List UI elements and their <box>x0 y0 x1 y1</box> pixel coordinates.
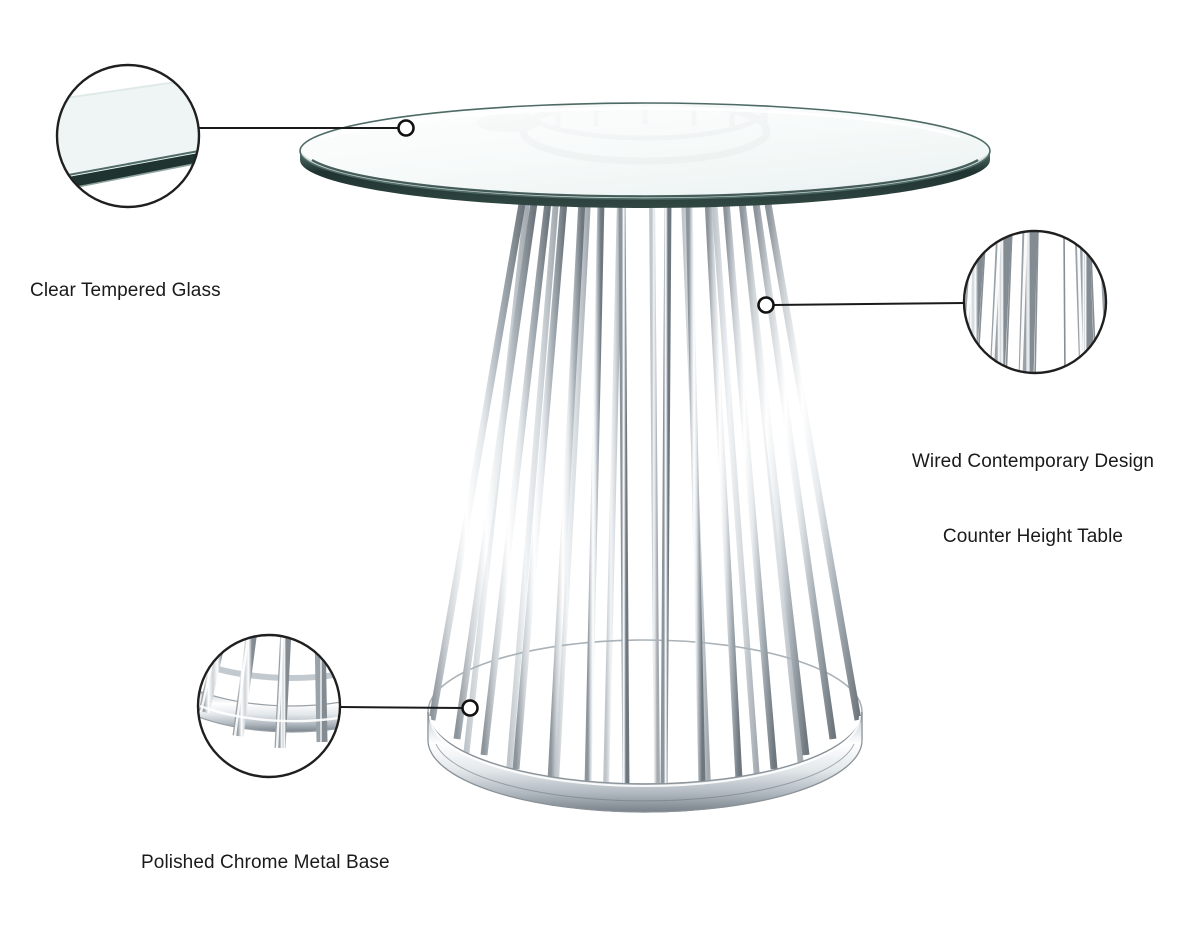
infographic-canvas: Clear Tempered Glass Wired Contemporary … <box>30 63 1155 873</box>
wire-detail-circle <box>962 229 1108 375</box>
tempered-glass-top <box>299 102 991 208</box>
base-rods-front <box>428 198 862 792</box>
base-ring-front-band <box>427 711 863 813</box>
glass-surface <box>299 102 991 200</box>
callout-wire-design[interactable] <box>757 228 1115 378</box>
callout-label-chrome-base: Polished Chrome Metal Base <box>141 800 390 925</box>
wire-anchor-marker[interactable] <box>757 296 775 314</box>
callout-label-wire-design: Wired Contemporary Design Counter Height… <box>912 399 1154 599</box>
callout-glass[interactable] <box>52 63 415 210</box>
glass-anchor-marker[interactable] <box>397 119 415 137</box>
base-ring-closeup <box>199 636 339 776</box>
chrome-wire-base <box>427 198 863 813</box>
callout-label-glass: Clear Tempered Glass <box>30 228 221 353</box>
base-connector-line <box>339 706 464 709</box>
callout-label-wire-design-line-2: Counter Height Table <box>942 526 1124 547</box>
callout-label-glass-line-1: Clear Tempered Glass <box>30 280 221 301</box>
base-anchor-marker[interactable] <box>461 699 479 717</box>
glass-edge-closeup <box>58 66 198 206</box>
callout-label-chrome-base-line-1: Polished Chrome Metal Base <box>141 852 390 873</box>
base-detail-circle <box>196 633 342 779</box>
callout-chrome-base[interactable] <box>196 630 479 780</box>
product-illustration <box>52 63 1115 813</box>
chrome-rods-closeup <box>965 232 1105 372</box>
wire-connector-line <box>772 302 966 306</box>
callout-label-wire-design-line-1: Wired Contemporary Design <box>911 451 1155 472</box>
glass-detail-circle <box>55 63 201 209</box>
